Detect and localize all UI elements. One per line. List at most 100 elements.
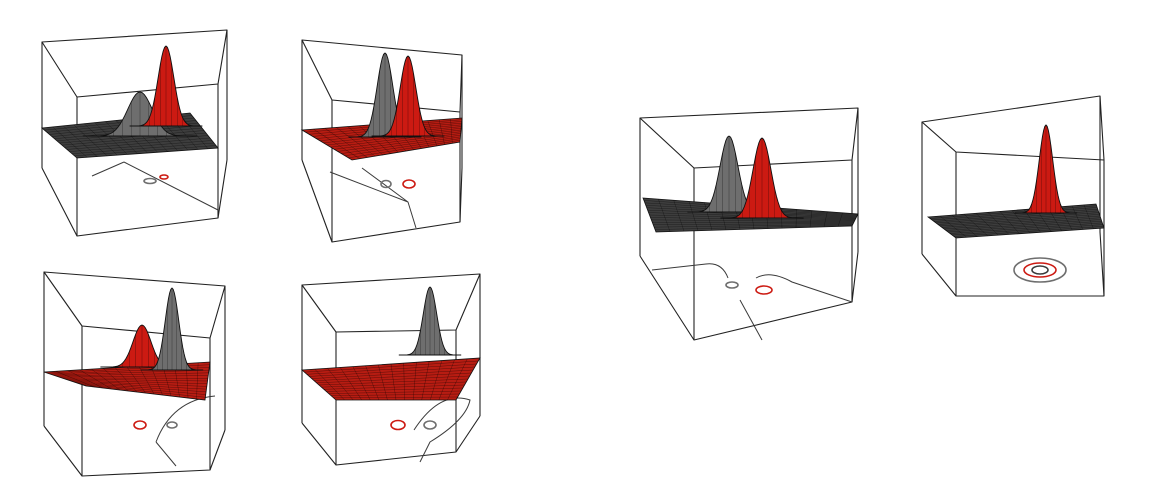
floor-contour-line — [413, 397, 471, 463]
mesh-line — [951, 224, 1103, 236]
mesh-line — [331, 393, 460, 396]
mesh-line — [653, 223, 854, 225]
mesh-line — [837, 212, 843, 227]
surface-panel-f — [921, 95, 1105, 297]
surface-panel-c — [43, 271, 226, 477]
mesh-line — [64, 135, 209, 148]
mesh-line — [74, 145, 217, 157]
mesh-line — [150, 365, 163, 396]
surface-plane — [301, 357, 481, 401]
mesh-line — [318, 378, 469, 386]
floor-contour-ring — [133, 420, 147, 430]
floor-contour-ring — [402, 179, 416, 189]
surface-peak-gray — [398, 286, 462, 356]
floor-contour-ring — [166, 421, 178, 429]
mesh-line — [943, 217, 1101, 230]
floor-contour-ring — [380, 179, 392, 189]
mesh-line — [654, 224, 853, 228]
floor-contour-ring — [423, 420, 437, 430]
mesh-line — [59, 130, 205, 144]
mesh-line — [61, 132, 207, 146]
mesh-line — [71, 142, 215, 154]
floor-contour-ring — [390, 419, 406, 431]
mesh-line — [64, 378, 208, 382]
floor-contour-line — [91, 161, 219, 211]
mesh-line — [427, 120, 438, 146]
mesh-line — [330, 131, 461, 148]
cube-top-face — [921, 95, 1105, 161]
mesh-line — [344, 138, 461, 156]
floor-contour-ring — [1031, 265, 1049, 275]
surface-peak-red — [371, 55, 445, 137]
surface-panel-e — [639, 107, 859, 341]
mesh-line — [421, 361, 430, 401]
mesh-line — [76, 382, 207, 393]
mesh-line — [438, 119, 445, 145]
mesh-line — [447, 358, 468, 401]
cube-top-face — [41, 29, 228, 98]
mesh-line — [403, 363, 405, 401]
cube-bottom-edges — [921, 231, 1105, 297]
mesh-line — [438, 359, 455, 401]
mesh-line — [323, 384, 465, 390]
mesh-line — [412, 362, 417, 401]
floor-contour-line — [651, 263, 853, 341]
mesh-line — [655, 224, 853, 230]
mesh-line — [79, 383, 206, 395]
floor-contour-ring — [143, 177, 157, 185]
cube-bottom-edges — [43, 425, 226, 477]
mesh-line — [69, 140, 213, 152]
mesh-line — [450, 118, 453, 144]
mesh-line — [70, 380, 207, 387]
mesh-line — [348, 140, 461, 159]
mesh-line — [326, 387, 463, 392]
mesh-line — [337, 134, 461, 152]
mesh-line — [66, 137, 211, 150]
floor-contour-line — [329, 167, 417, 229]
floor-contour-ring — [1023, 262, 1057, 278]
mesh-line — [651, 219, 855, 222]
mesh-line — [947, 220, 1102, 233]
cube-bottom-edges — [41, 159, 228, 237]
floor-contour-line — [155, 395, 216, 467]
mesh-line — [67, 379, 208, 384]
cube-bottom-edges — [639, 251, 859, 341]
surface-panel-d — [301, 273, 481, 466]
floor-contour-ring — [159, 174, 169, 180]
mesh-line — [328, 390, 462, 394]
floor-contour-ring — [755, 285, 773, 295]
mesh-line — [196, 362, 199, 400]
mesh-line — [650, 217, 855, 222]
floor-contour-ring — [1013, 257, 1067, 283]
mesh-line — [945, 219, 1102, 231]
surface-panel-b — [300, 39, 463, 243]
mesh-line — [321, 381, 467, 388]
mesh-line — [823, 211, 828, 227]
mesh-line — [73, 381, 207, 390]
surface-peak-gray — [82, 91, 198, 137]
surface-peak-gray — [140, 287, 204, 371]
surface-peak-red — [720, 137, 804, 219]
cube-bottom-edges — [301, 415, 481, 466]
cube-top-face — [301, 273, 481, 333]
floor-contour-ring — [725, 281, 739, 289]
mesh-line — [1071, 205, 1084, 230]
mesh-line — [1083, 204, 1094, 229]
surface-peak-gray — [348, 52, 422, 138]
mesh-line — [430, 360, 443, 401]
mesh-line — [949, 222, 1103, 234]
cube-top-face — [43, 271, 226, 339]
mesh-line — [138, 366, 155, 395]
mesh-line — [341, 136, 461, 154]
mesh-line — [333, 396, 458, 399]
cube-bottom-edges — [301, 159, 463, 243]
surface-peak-red — [129, 45, 203, 127]
mesh-line — [941, 215, 1101, 228]
mesh-line — [82, 384, 206, 398]
mesh-line — [326, 129, 462, 146]
cube-top-face — [639, 107, 859, 169]
mesh-line — [795, 209, 797, 228]
surface-peak-red — [1014, 124, 1078, 214]
mesh-line — [809, 210, 813, 228]
